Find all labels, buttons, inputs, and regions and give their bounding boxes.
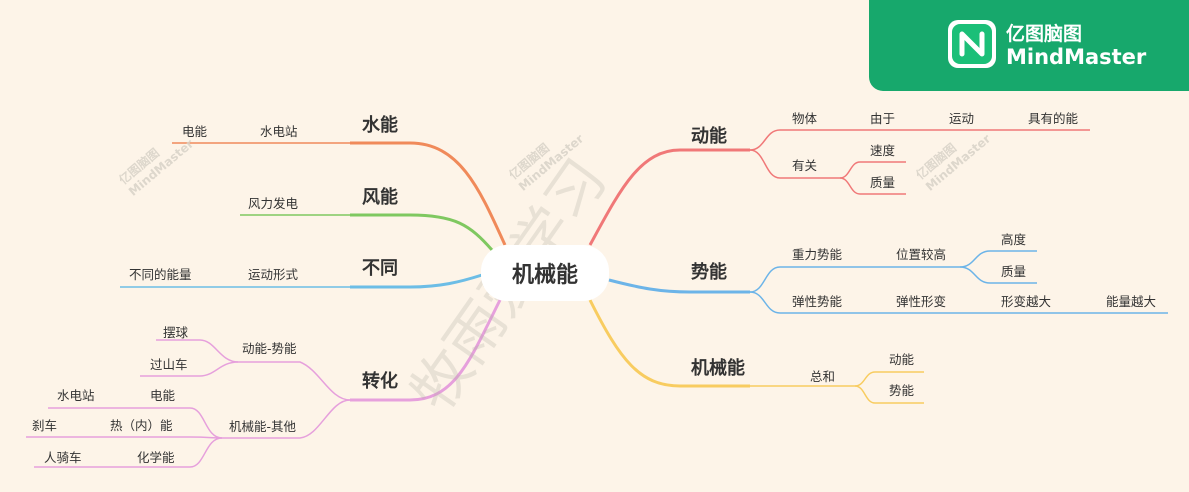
leaf-elastic-deformation[interactable]: 弹性形变 [896, 294, 947, 309]
subtopic-mechanical-other[interactable]: 机械能-其他 [229, 419, 297, 434]
leaf-due-to[interactable]: 由于 [870, 111, 896, 126]
branch-differ-connector [350, 273, 483, 289]
subtopic-wind-power[interactable]: 风力发电 [248, 196, 299, 211]
central-topic[interactable]: 机械能 [481, 245, 609, 301]
topic-potential-energy[interactable]: 势能 [691, 262, 727, 283]
leaf-roller-coaster[interactable]: 过山车 [150, 357, 188, 372]
topic-water-energy[interactable]: 水能 [362, 115, 398, 136]
mindmaster-logo-icon [948, 20, 996, 68]
subtopic-hydropower-station[interactable]: 水电站 [260, 124, 298, 139]
leaf-thermal-energy[interactable]: 热（内）能 [110, 418, 173, 433]
topic-mechanical-energy[interactable]: 机械能 [691, 358, 745, 379]
brand-banner: 亿图脑图 MindMaster [869, 0, 1189, 91]
topic-wind-energy[interactable]: 风能 [362, 187, 398, 208]
topic-difference[interactable]: 不同 [362, 258, 398, 279]
leaf-height[interactable]: 高度 [1001, 232, 1027, 247]
subtopic-kinetic-potential[interactable]: 动能-势能 [242, 341, 297, 356]
branch-convert-connector [350, 299, 502, 402]
leaf-speed[interactable]: 速度 [870, 143, 896, 158]
leaf-braking[interactable]: 刹车 [32, 418, 58, 433]
subtopic-different-energy[interactable]: 不同的能量 [129, 267, 192, 282]
leaf-pendulum[interactable]: 摆球 [163, 325, 189, 340]
leaf-motion[interactable]: 运动 [949, 111, 975, 126]
branch-potential-connector [608, 278, 750, 294]
branch-water-connector [350, 141, 507, 246]
subtopic-higher-position[interactable]: 位置较高 [896, 247, 947, 262]
branch-mechanical-connector [588, 299, 750, 388]
leaf-hydropower-station[interactable]: 水电站 [57, 388, 95, 403]
brand-name-cn: 亿图脑图 [1006, 23, 1083, 45]
leaf-mass-potential[interactable]: 质量 [1001, 264, 1027, 279]
subtopic-sum[interactable]: 总和 [810, 369, 836, 384]
leaf-greater-energy[interactable]: 能量越大 [1106, 294, 1157, 309]
leaf-object[interactable]: 物体 [792, 111, 818, 126]
leaf-greater-deformation[interactable]: 形变越大 [1001, 294, 1052, 309]
subtopic-motion-form[interactable]: 运动形式 [248, 267, 299, 282]
branch-kinetic-connector [588, 148, 750, 246]
topic-conversion[interactable]: 转化 [362, 371, 398, 392]
subtopic-elastic-potential[interactable]: 弹性势能 [792, 294, 843, 309]
leaf-potential[interactable]: 势能 [889, 383, 915, 398]
topic-kinetic-energy[interactable]: 动能 [691, 126, 727, 147]
subtopic-related[interactable]: 有关 [792, 158, 818, 173]
leaf-possessed-energy[interactable]: 具有的能 [1028, 111, 1079, 126]
branch-wind-connector [350, 213, 494, 251]
subtopic-electric-energy[interactable]: 电能 [182, 124, 208, 139]
leaf-mass-kinetic[interactable]: 质量 [870, 175, 896, 190]
brand-name-en: MindMaster [1006, 45, 1147, 69]
subtopic-gravitational-potential[interactable]: 重力势能 [792, 247, 843, 262]
leaf-electric-energy[interactable]: 电能 [150, 388, 176, 403]
leaf-kinetic[interactable]: 动能 [889, 352, 915, 367]
leaf-chemical-energy[interactable]: 化学能 [137, 450, 175, 465]
leaf-cycling[interactable]: 人骑车 [44, 450, 82, 465]
